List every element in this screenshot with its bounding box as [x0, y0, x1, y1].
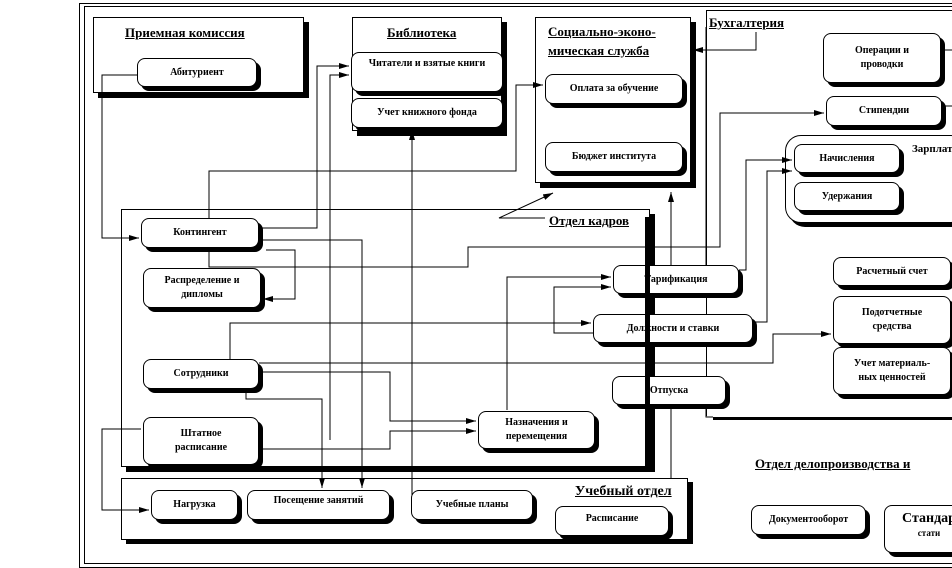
node-material-assets[interactable]: Учет материаль- ных ценностей	[833, 347, 951, 395]
node-employees[interactable]: Сотрудники	[143, 359, 259, 389]
node-budget[interactable]: Бюджет института	[545, 142, 683, 172]
academic-title: Учебный отдел	[575, 484, 672, 499]
node-book-fund[interactable]: Учет книжного фонда	[351, 98, 503, 128]
node-operations[interactable]: Операции и проводки	[823, 33, 941, 83]
records-title: Отдел делопроизводства и	[755, 456, 911, 471]
node-schedule[interactable]: Расписание	[555, 506, 669, 536]
admissions-title: Приемная комиссия	[125, 25, 245, 40]
accounting-title: Бухгалтерия	[709, 15, 784, 30]
node-tuition[interactable]: Оплата за обучение	[545, 74, 683, 104]
salary-group-label: Зарплата	[912, 143, 952, 155]
socio-economic-title-1: Социально-эконо-	[548, 24, 656, 39]
node-stipends[interactable]: Стипендии	[826, 96, 942, 126]
node-readers-books[interactable]: Читатели и взятые книги	[351, 52, 503, 92]
node-appointments[interactable]: Назначения и перемещения	[478, 411, 595, 449]
accounting-bottom-rule	[713, 417, 952, 420]
node-attendance[interactable]: Посещение занятий	[247, 490, 390, 520]
node-standards[interactable]: Стандар стати	[884, 505, 952, 553]
socio-economic-title-2: мическая служба	[548, 43, 650, 58]
node-accountable-funds[interactable]: Подотчетные средства	[833, 296, 951, 344]
node-vacations[interactable]: Отпуска	[612, 376, 726, 405]
hr-title: Отдел кадров	[549, 213, 630, 228]
node-accruals[interactable]: Начисления	[794, 144, 900, 173]
library-title: Библиотека	[387, 25, 457, 40]
node-curricula[interactable]: Учебные планы	[411, 490, 533, 520]
node-document-flow[interactable]: Документооборот	[751, 505, 866, 535]
node-workload[interactable]: Нагрузка	[151, 490, 238, 520]
node-contingent[interactable]: Контингент	[141, 218, 259, 248]
inner-frame	[84, 6, 952, 564]
node-applicant[interactable]: Абитуриент	[137, 58, 257, 87]
node-settlement-account[interactable]: Расчетный счет	[833, 257, 951, 286]
node-distribution-diplomas[interactable]: Распределение и дипломы	[143, 268, 261, 308]
node-tariffication[interactable]: Тарификация	[613, 265, 739, 294]
node-deductions[interactable]: Удержания	[794, 182, 900, 211]
node-staffing-schedule[interactable]: Штатное расписание	[143, 417, 259, 465]
node-positions[interactable]: Должности и ставки	[593, 314, 753, 343]
